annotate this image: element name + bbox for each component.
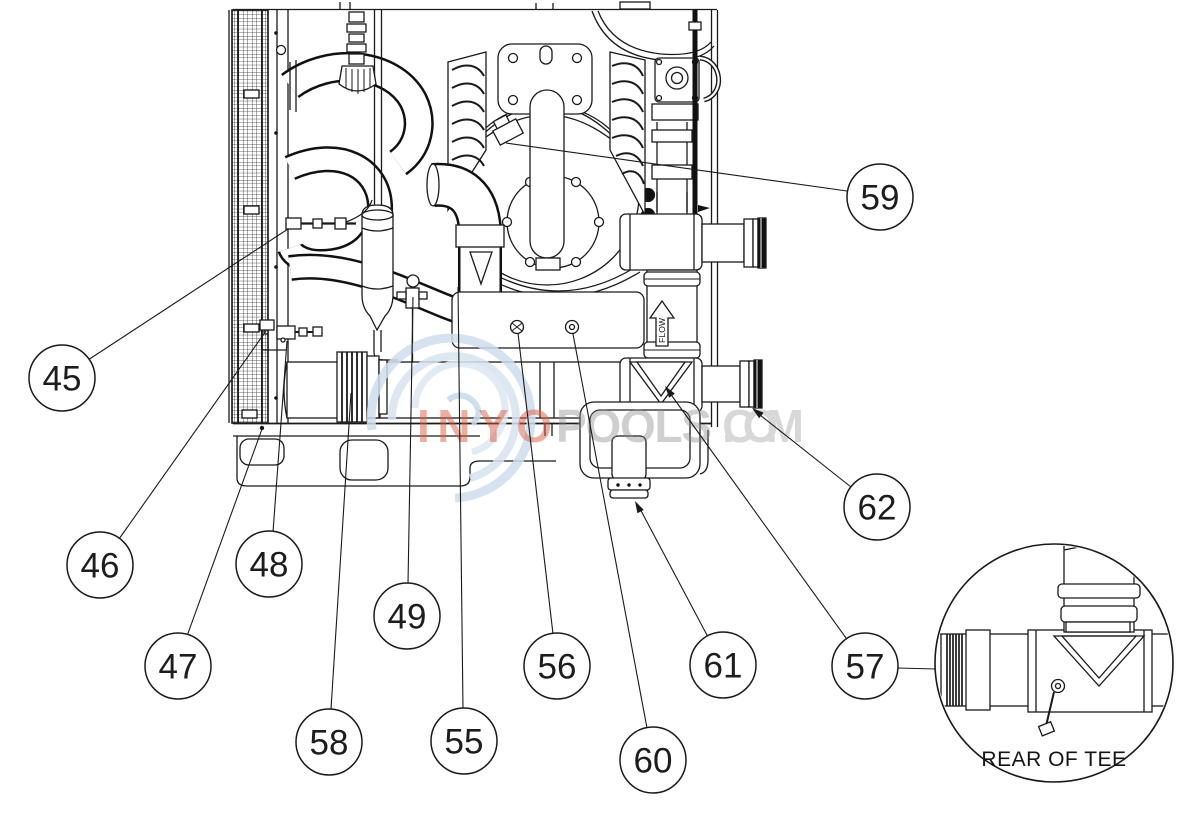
balloon-56-label: 56 — [538, 648, 577, 687]
balloon-60: 60 — [619, 726, 687, 794]
rear-of-tee-detail: REAR OF TEE — [934, 543, 1174, 783]
pump-base-plate — [451, 291, 645, 349]
leader-line-46 — [118, 330, 267, 540]
watermark-word-inyo: INYO — [417, 400, 552, 452]
leader-line-55 — [457, 286, 464, 710]
flow-arrow: FLOW — [648, 299, 676, 347]
fan-shroud-ring-inner — [597, 10, 712, 56]
leader-arrowhead-61 — [635, 501, 644, 514]
leader-line-61 — [637, 504, 709, 638]
balloon-59-label: 59 — [861, 179, 900, 218]
balloon-48: 48 — [235, 530, 303, 598]
balloon-56: 56 — [523, 632, 591, 700]
balloon-45: 45 — [28, 344, 96, 412]
balloon-55: 55 — [430, 707, 498, 775]
expansion-valve — [338, 10, 383, 205]
leader-line-57 — [666, 388, 847, 639]
pan-screw — [259, 425, 265, 431]
union-coupling — [336, 351, 388, 423]
service-fitting-cluster — [259, 319, 323, 351]
leader-line-60 — [572, 333, 648, 729]
balloon-60-label: 60 — [634, 742, 673, 781]
tee-assembly — [619, 192, 767, 413]
leader-lines — [87, 142, 936, 729]
watermark-word-com: .COM — [722, 400, 804, 452]
evaporator-coil-panel — [228, 9, 269, 424]
temperature-sensor-probe — [285, 199, 373, 230]
balloon-59: 59 — [846, 163, 914, 231]
leader-arrowhead-57 — [665, 386, 675, 398]
coil-slot-marks — [241, 89, 260, 419]
leader-line-47 — [186, 428, 263, 637]
suction-elbow — [426, 162, 505, 297]
balloon-47: 47 — [144, 632, 212, 700]
balloon-46-label: 46 — [81, 547, 120, 586]
balloon-45-label: 45 — [43, 360, 82, 399]
leader-arrowhead-62 — [752, 408, 764, 419]
leader-line-48 — [272, 340, 288, 533]
balloon-55-label: 55 — [445, 723, 484, 762]
leader-line-62 — [754, 410, 852, 488]
receiver-drier — [361, 204, 398, 361]
fan-shroud-fins-right — [609, 51, 646, 216]
leader-line-57-detail — [897, 667, 936, 670]
balloon-57-label: 57 — [846, 648, 885, 687]
flow-arrow-label: FLOW — [657, 318, 667, 343]
suction-pipe — [529, 89, 565, 271]
valve-cluster — [651, 55, 722, 212]
balloon-47-label: 47 — [159, 648, 198, 687]
balloon-62: 62 — [843, 473, 911, 541]
balloon-46: 46 — [66, 531, 134, 599]
watermark: INYO POOLS .COM — [366, 333, 804, 503]
balloon-61-label: 61 — [704, 647, 743, 686]
balloon-49-label: 49 — [388, 598, 427, 637]
balloon-57: 57 — [831, 632, 899, 700]
detail-caption: REAR OF TEE — [981, 748, 1126, 771]
leader-line-45 — [87, 228, 289, 361]
discharge-sensor — [491, 114, 525, 147]
balloon-62-label: 62 — [858, 489, 897, 528]
balloon-49: 49 — [373, 582, 441, 650]
watermark-swirl-logo — [366, 333, 536, 503]
leader-line-58 — [330, 392, 352, 710]
balloon-58: 58 — [295, 708, 363, 776]
balloon-48-label: 48 — [250, 546, 289, 585]
leader-line-56 — [517, 332, 554, 635]
watermark-word-pools: POOLS — [556, 400, 712, 452]
drain-foot — [607, 435, 651, 499]
sensor-rod — [688, 10, 710, 233]
leader-line-49 — [407, 296, 414, 585]
balloon-58-label: 58 — [310, 724, 349, 763]
leader-line-59 — [505, 142, 848, 192]
balloon-61: 61 — [689, 631, 757, 699]
callout-balloons: 45 46 47 48 49 55 56 57 — [28, 163, 914, 794]
